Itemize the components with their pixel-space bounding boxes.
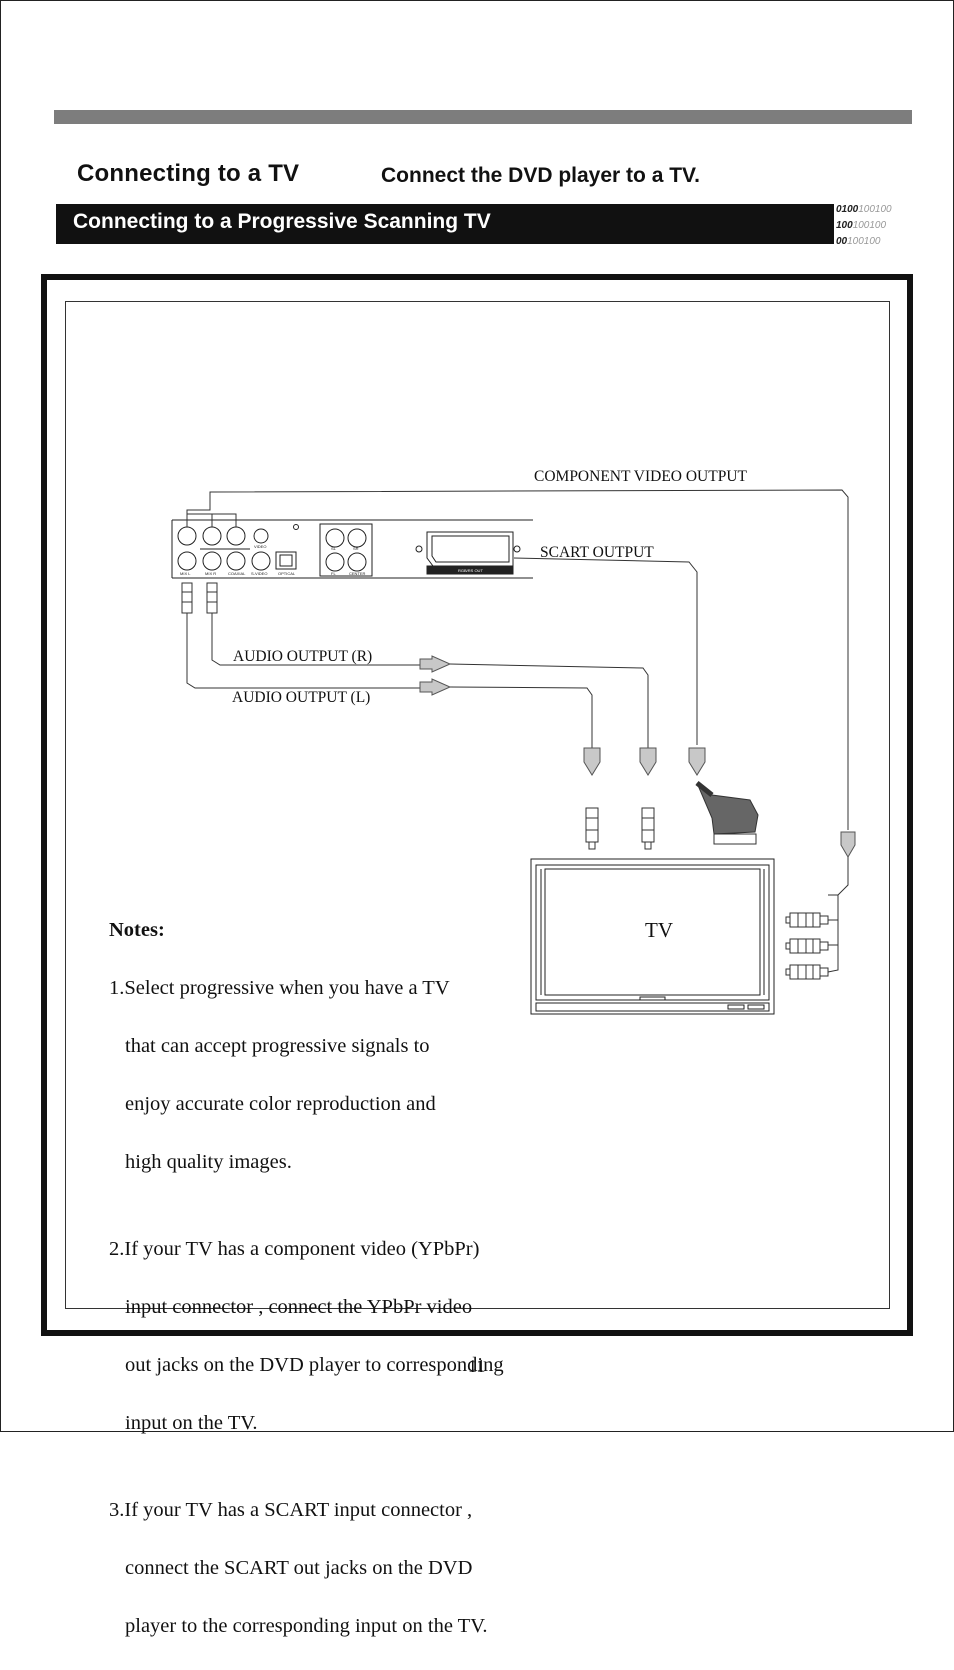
section-title: Connecting to a Progressive Scanning TV bbox=[73, 210, 491, 233]
panel-label-mix-l: MIX L bbox=[180, 571, 191, 576]
label-component-video-output: COMPONENT VIDEO OUTPUT bbox=[534, 468, 747, 485]
note-line: high quality images. bbox=[125, 1151, 292, 1173]
content-frame bbox=[41, 274, 913, 1336]
note-line: out jacks on the DVD player to correspon… bbox=[125, 1354, 504, 1376]
binary-line: 0100100100 bbox=[836, 204, 892, 215]
content-inner-frame bbox=[65, 301, 890, 1309]
page-number: 11 bbox=[468, 1356, 486, 1376]
note-line: connect the SCART out jacks on the DVD bbox=[125, 1557, 473, 1579]
connection-diagram: MIX L MIX R COAXIAL S-VIDEO OPTICAL VIDE… bbox=[171, 489, 856, 1015]
scart-cable bbox=[513, 557, 759, 845]
panel-label-center: CENTER bbox=[349, 571, 366, 576]
tv-set bbox=[530, 858, 775, 1015]
tv-label: TV bbox=[645, 918, 673, 942]
panel-label-sl: SL bbox=[331, 546, 337, 551]
panel-label-s-video: S-VIDEO bbox=[251, 571, 267, 576]
note-line: input on the TV. bbox=[125, 1412, 258, 1434]
note-line: input connector , connect the YPbPr vide… bbox=[125, 1296, 473, 1318]
binary-line: 100100100 bbox=[836, 220, 887, 231]
page-subtitle: Connect the DVD player to a TV. bbox=[381, 164, 700, 187]
note-item: 2.If your TV has a component video (YPbP… bbox=[109, 1206, 504, 1467]
panel-label-scart-out: RGB/RS OUT bbox=[458, 568, 483, 573]
panel-label-sr: SR bbox=[353, 546, 359, 551]
label-audio-output-l: AUDIO OUTPUT (L) bbox=[232, 689, 371, 706]
panel-label-fl: FL bbox=[331, 571, 336, 576]
note-line: enjoy accurate color reproduction and bbox=[125, 1093, 436, 1115]
dvd-rear-panel bbox=[171, 519, 533, 579]
note-line: 2.If your TV has a component video (YPbP… bbox=[109, 1238, 480, 1260]
component-plugs bbox=[785, 912, 829, 980]
note-item: 1.Select progressive when you have a TV … bbox=[109, 945, 504, 1206]
panel-label-video: VIDEO bbox=[254, 544, 266, 549]
notes: Notes: 1.Select progressive when you hav… bbox=[109, 916, 504, 1670]
note-line: 3.If your TV has a SCART input connector… bbox=[109, 1499, 473, 1521]
audio-cables bbox=[181, 582, 657, 850]
note-line: 1.Select progressive when you have a TV bbox=[109, 977, 450, 999]
binary-line: 00100100 bbox=[836, 236, 881, 247]
label-audio-output-r: AUDIO OUTPUT (R) bbox=[233, 648, 373, 665]
note-item: 3.If your TV has a SCART input connector… bbox=[109, 1467, 504, 1670]
panel-label-coaxial: COAXIAL bbox=[228, 571, 246, 576]
section-header-bar: Connecting to a Progressive Scanning TV bbox=[56, 204, 834, 244]
top-decor-bar bbox=[54, 110, 912, 124]
page-title: Connecting to a TV bbox=[77, 160, 300, 187]
note-line: player to the corresponding input on the… bbox=[125, 1615, 488, 1637]
panel-label-mix-r: MIX R bbox=[205, 571, 216, 576]
note-line: that can accept progressive signals to bbox=[125, 1035, 430, 1057]
binary-decoration: 0100100100 100100100 00100100 bbox=[836, 202, 906, 250]
panel-label-optical: OPTICAL bbox=[278, 571, 296, 576]
component-cable bbox=[186, 489, 856, 973]
notes-heading: Notes: bbox=[109, 919, 165, 941]
label-scart-output: SCART OUTPUT bbox=[540, 544, 654, 561]
